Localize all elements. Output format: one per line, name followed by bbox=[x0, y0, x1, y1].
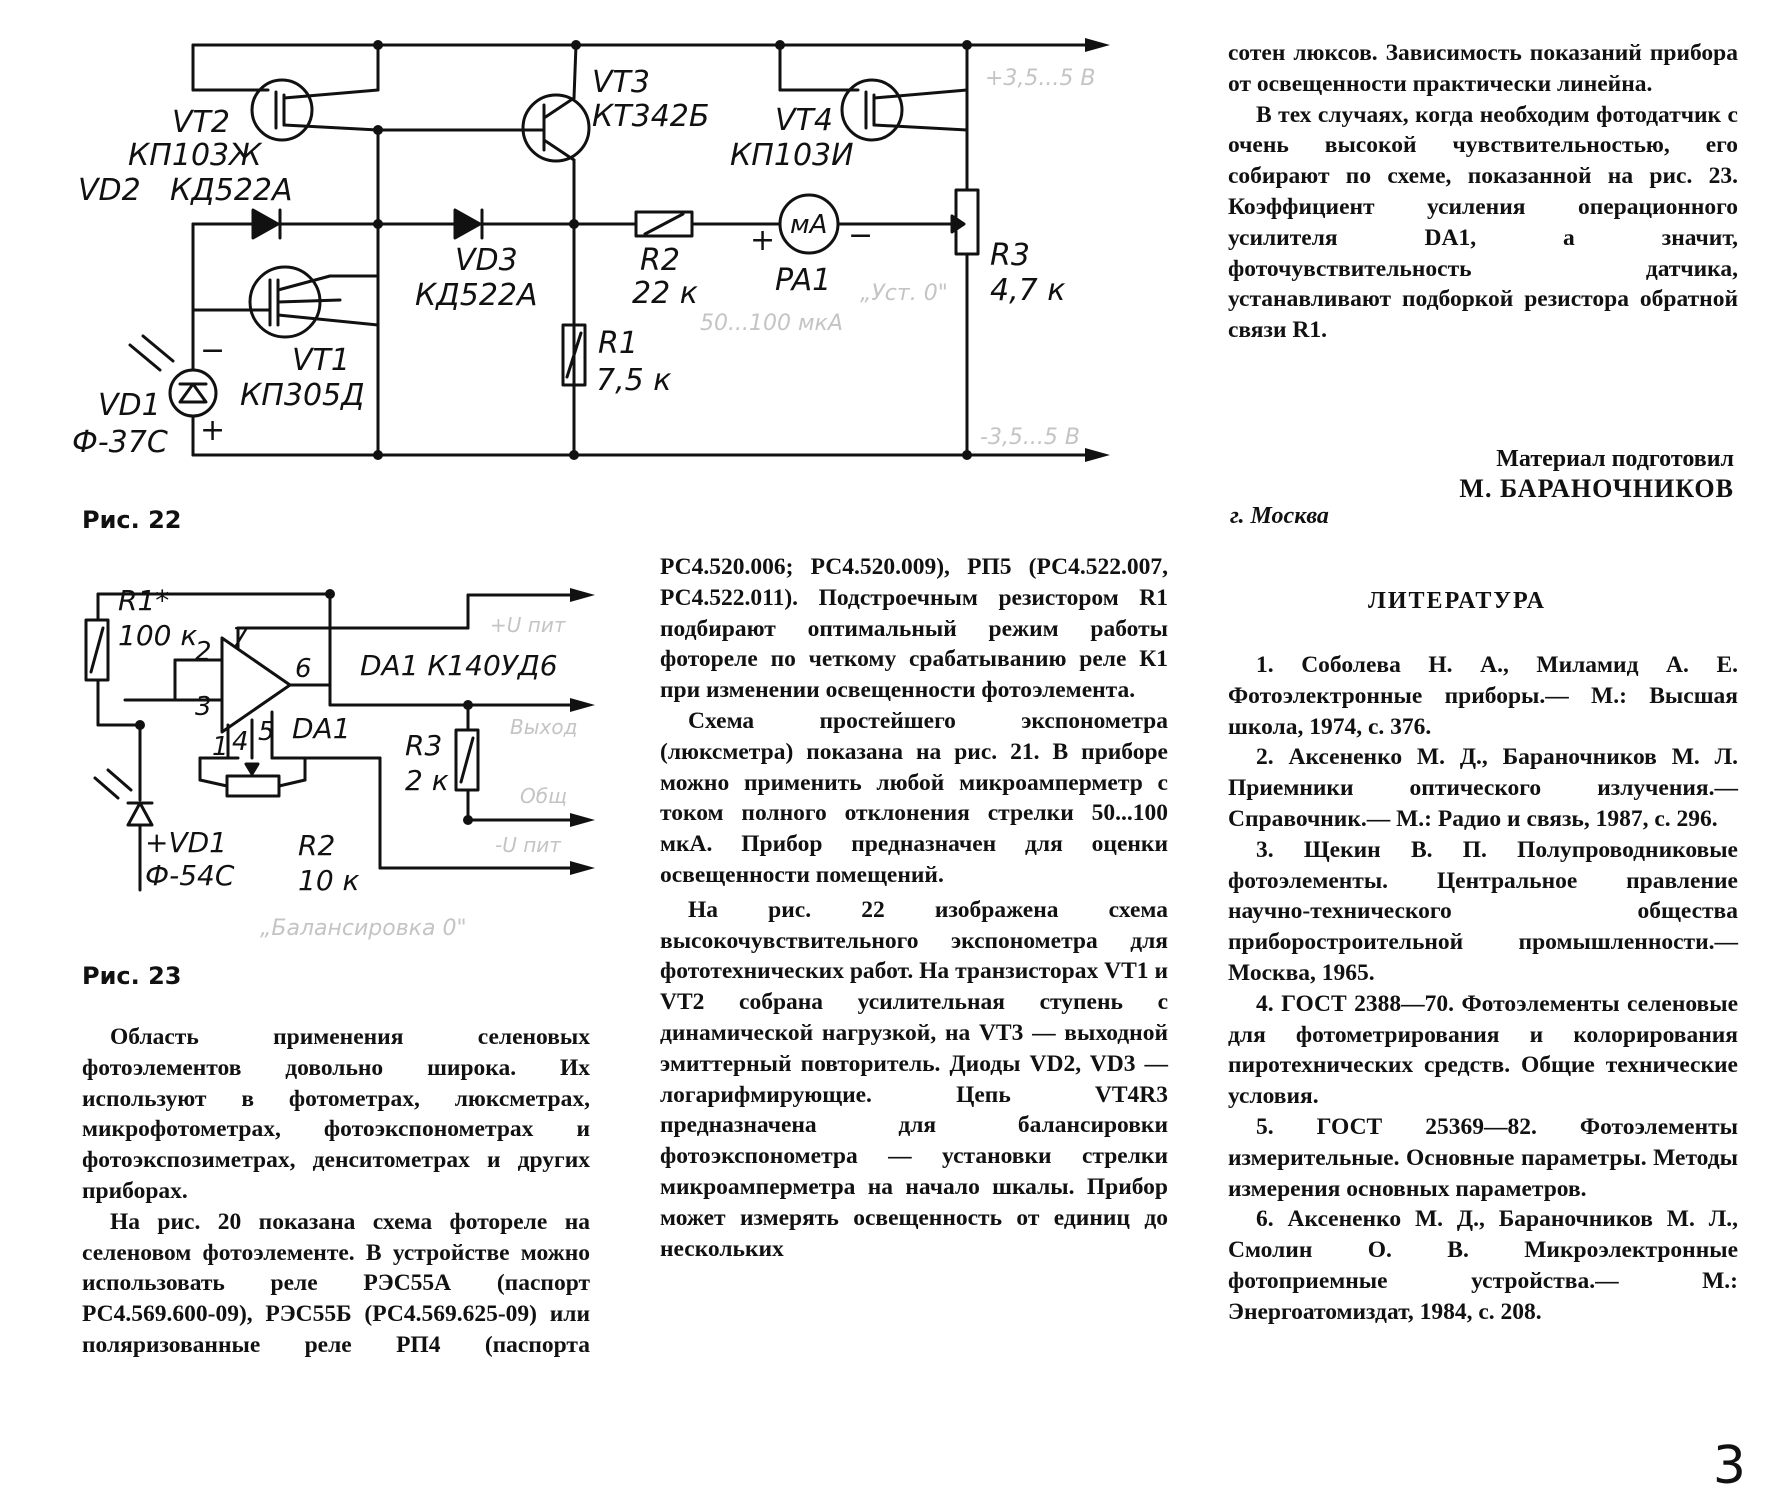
label-vd3-type: КД522А bbox=[415, 278, 538, 313]
label-f23-vd1: +VD1 bbox=[145, 826, 227, 859]
references-heading: ЛИТЕРАТУРА bbox=[1368, 588, 1546, 614]
label-pa1-plus: + bbox=[750, 223, 775, 258]
label-vt2: VT2 bbox=[172, 105, 230, 140]
reference-item: 5. ГОСТ 25369—82. Фотоэлементы измерител… bbox=[1228, 1113, 1739, 1202]
reference-item: 3. Щекин В. П. Полупроводниковые фотоэле… bbox=[1228, 836, 1738, 986]
label-f23-out2: Выход bbox=[510, 715, 577, 739]
label-f23-r2: R2 bbox=[298, 829, 335, 862]
label-meter-note2: „Уст. 0" bbox=[860, 281, 948, 306]
label-f23-pin2: 2 bbox=[195, 637, 212, 667]
column-3: сотен люксов. Зависимость показаний приб… bbox=[1228, 38, 1738, 346]
label-f23-vd1-type: Ф-54С bbox=[145, 859, 235, 892]
label-r3-value: 4,7 к bbox=[990, 273, 1065, 308]
label-f23-r3: R3 bbox=[405, 729, 442, 762]
col3-paragraph-2: В тех случаях, когда необходим фотодатчи… bbox=[1228, 101, 1738, 344]
col3-paragraph-1: сотен люксов. Зависимость показаний приб… bbox=[1228, 40, 1738, 97]
label-f23-bal-note: „Балансировка 0" bbox=[260, 916, 467, 941]
page-number: 3 bbox=[1712, 1436, 1746, 1496]
label-vt2-type: КП103Ж bbox=[128, 138, 263, 173]
references-list: 1. Соболева Н. А., Миламид А. Е. Фотоэле… bbox=[1228, 650, 1738, 1328]
label-f23-pin1: 1 bbox=[212, 732, 229, 762]
label-pa1-unit: мА bbox=[790, 210, 827, 240]
label-vd1-minus: − bbox=[200, 333, 225, 368]
reference-item: 4. ГОСТ 2388—70. Фотоэлементы селеновые … bbox=[1228, 990, 1738, 1110]
label-f23-da1-title: DA1 К140УД6 bbox=[360, 649, 558, 682]
label-pa1-minus: − bbox=[848, 218, 873, 253]
label-f23-r2-value: 10 к bbox=[298, 864, 360, 897]
label-f23-pin6: 6 bbox=[295, 654, 312, 684]
col2-paragraph-3: На рис. 22 изображена схема высокочувств… bbox=[660, 896, 1168, 1262]
label-vt3: VT3 bbox=[592, 65, 650, 100]
figure-22-caption: Рис. 22 bbox=[82, 506, 182, 534]
label-pa1: PA1 bbox=[775, 263, 831, 298]
author-city: г. Москва bbox=[1230, 503, 1329, 529]
label-r3: R3 bbox=[990, 238, 1030, 273]
figure-23-caption: Рис. 23 bbox=[82, 962, 182, 990]
label-r1-value: 7,5 к bbox=[596, 363, 671, 398]
column-1: Область применения селеновых фотоэлемент… bbox=[82, 1022, 590, 1361]
reference-item: 6. Аксененко М. Д., Бараночников М. Л., … bbox=[1228, 1206, 1739, 1325]
label-f23-out4: -U пит bbox=[495, 833, 562, 857]
label-r2: R2 bbox=[640, 243, 680, 278]
reference-item: 1. Соболева Н. А., Миламид А. Е. Фотоэле… bbox=[1228, 652, 1738, 740]
column-2: РС4.520.006; РС4.520.009), РП5 (РС4.522.… bbox=[660, 552, 1168, 1264]
label-f23-r1-value: 100 к bbox=[118, 619, 197, 652]
col2-paragraph-2: Схема простейшего экспонометра (люксметр… bbox=[660, 707, 1168, 888]
label-f23-pin5: 5 bbox=[258, 717, 275, 747]
label-f23-pin7: 7 bbox=[232, 623, 249, 653]
label-r2-value: 22 к bbox=[632, 276, 698, 311]
label-vt4: VT4 bbox=[775, 103, 833, 138]
label-f23-r1: R1* bbox=[118, 584, 169, 617]
reference-item: 2. Аксененко М. Д., Бараночников М. Л. П… bbox=[1228, 744, 1739, 832]
label-f23-pin3: 3 bbox=[195, 692, 212, 722]
figure-22-schematic: VT2 КП103Ж VT3 КТ342Б VT4 КП103И VD2 КД5… bbox=[72, 38, 1110, 462]
label-vd3: VD3 bbox=[455, 243, 518, 278]
label-f23-r3-value: 2 к bbox=[405, 764, 449, 797]
author-name: М. БАРАНОЧНИКОВ bbox=[1459, 474, 1734, 503]
col1-paragraph-2: На рис. 20 показана схема фотореле на се… bbox=[82, 1208, 590, 1358]
label-f23-pin4: 4 bbox=[232, 727, 249, 757]
figure-23-schematic: R1* 100 к 2 7 3 6 1 4 5 DA1 К140УД6 DA1 … bbox=[84, 584, 595, 941]
author-credit-label: Материал подготовил bbox=[1496, 446, 1734, 472]
label-vt1-type: КП305Д bbox=[240, 378, 365, 413]
label-vd2-type: КД522А bbox=[170, 173, 293, 208]
label-f23-out1: +U пит bbox=[490, 613, 567, 637]
label-vd1-plus: + bbox=[200, 413, 225, 448]
label-vt4-type: КП103И bbox=[730, 138, 854, 173]
label-vt1: VT1 bbox=[292, 343, 350, 378]
label-f23-out3: Общ bbox=[520, 784, 567, 808]
col1-paragraph-1: Область применения селеновых фотоэлемент… bbox=[82, 1024, 590, 1204]
label-r1: R1 bbox=[598, 326, 638, 361]
label-vd1-type: Ф-37С bbox=[72, 425, 168, 460]
label-minus-rail: -3,5...5 В bbox=[980, 425, 1080, 450]
label-f23-da1: DA1 bbox=[292, 712, 351, 745]
label-vd1: VD1 bbox=[98, 388, 161, 423]
label-plus-rail: +3,5...5 В bbox=[985, 66, 1095, 91]
col2-paragraph-1: РС4.520.006; РС4.520.009), РП5 (РС4.522.… bbox=[660, 554, 1168, 704]
label-meter-note: 50...100 мкА bbox=[700, 311, 843, 336]
label-vt3-type: КТ342Б bbox=[592, 99, 709, 134]
label-vd2: VD2 bbox=[78, 173, 141, 208]
